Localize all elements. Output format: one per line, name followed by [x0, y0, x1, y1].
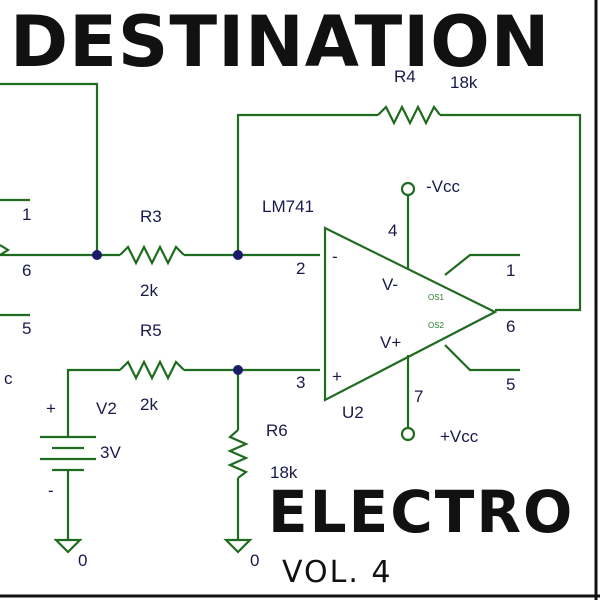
ground-icon	[223, 538, 253, 554]
v2-value: 3V	[100, 443, 121, 462]
r3-resistor	[119, 244, 185, 266]
os2-wire	[444, 344, 520, 372]
left-arrow	[0, 244, 11, 256]
cover-subtitle: ELECTRO	[268, 478, 574, 546]
left-pin-5-label: 5	[22, 319, 31, 338]
junction-node-3	[233, 365, 243, 375]
pin-4-label: 4	[388, 221, 397, 240]
pin-3-label: 3	[296, 373, 305, 392]
r6-value: 18k	[270, 463, 298, 482]
r6-label: R6	[266, 421, 288, 440]
pin-1-label: 1	[506, 261, 515, 280]
v2-to-r5-wire	[66, 368, 120, 437]
r6-resistor	[227, 429, 249, 479]
pin-7-label: 7	[414, 387, 423, 406]
left-pin-1-label: 1	[22, 205, 31, 224]
r5-label: R5	[140, 321, 162, 340]
opamp-name: LM741	[262, 197, 314, 216]
cover-volume: VOL. 4	[282, 555, 392, 590]
ground-label-2: 0	[250, 551, 259, 570]
r5-value: 2k	[140, 395, 158, 414]
input-wire-top	[0, 82, 99, 255]
battery-minus-label: -	[48, 481, 54, 500]
left-pin-6-label: 6	[22, 261, 31, 280]
neg-supply-terminal-icon	[400, 181, 416, 197]
opamp-os2: OS2	[428, 321, 445, 330]
opamp-ref: U2	[342, 403, 364, 422]
junction-node-1	[92, 250, 102, 260]
edge-letter: c	[4, 369, 13, 388]
ground-label-1: 0	[78, 551, 87, 570]
r4-label: R4	[394, 67, 416, 86]
os1-wire	[444, 253, 520, 276]
junction-node-2	[233, 250, 243, 260]
feedback-wire-right	[440, 113, 582, 312]
opamp-minus: -	[332, 247, 338, 266]
opamp-vplus: V+	[380, 333, 401, 352]
feedback-wire-left	[236, 113, 378, 255]
opamp-triangle	[323, 226, 498, 402]
pos-supply-terminal-icon	[400, 426, 416, 442]
pos-supply-label: +Vcc	[440, 427, 479, 446]
opamp-plus: +	[332, 367, 342, 386]
neg-supply-label: -Vcc	[426, 177, 461, 196]
cover-title: DESTINATION	[10, 1, 550, 83]
v2-label: V2	[96, 399, 117, 418]
r4-value: 18k	[450, 73, 478, 92]
r5-resistor	[119, 359, 185, 381]
pin-2-label: 2	[296, 259, 305, 278]
r3-label: R3	[140, 207, 162, 226]
opamp-os1: OS1	[428, 293, 445, 302]
pin-5-label: 5	[506, 375, 515, 394]
pin-6-label: 6	[506, 317, 515, 336]
battery-plus-label: +	[46, 399, 56, 418]
r4-resistor	[377, 104, 441, 126]
r3-value: 2k	[140, 281, 158, 300]
ground-icon-2	[53, 538, 83, 554]
opamp-vminus: V-	[382, 275, 398, 294]
